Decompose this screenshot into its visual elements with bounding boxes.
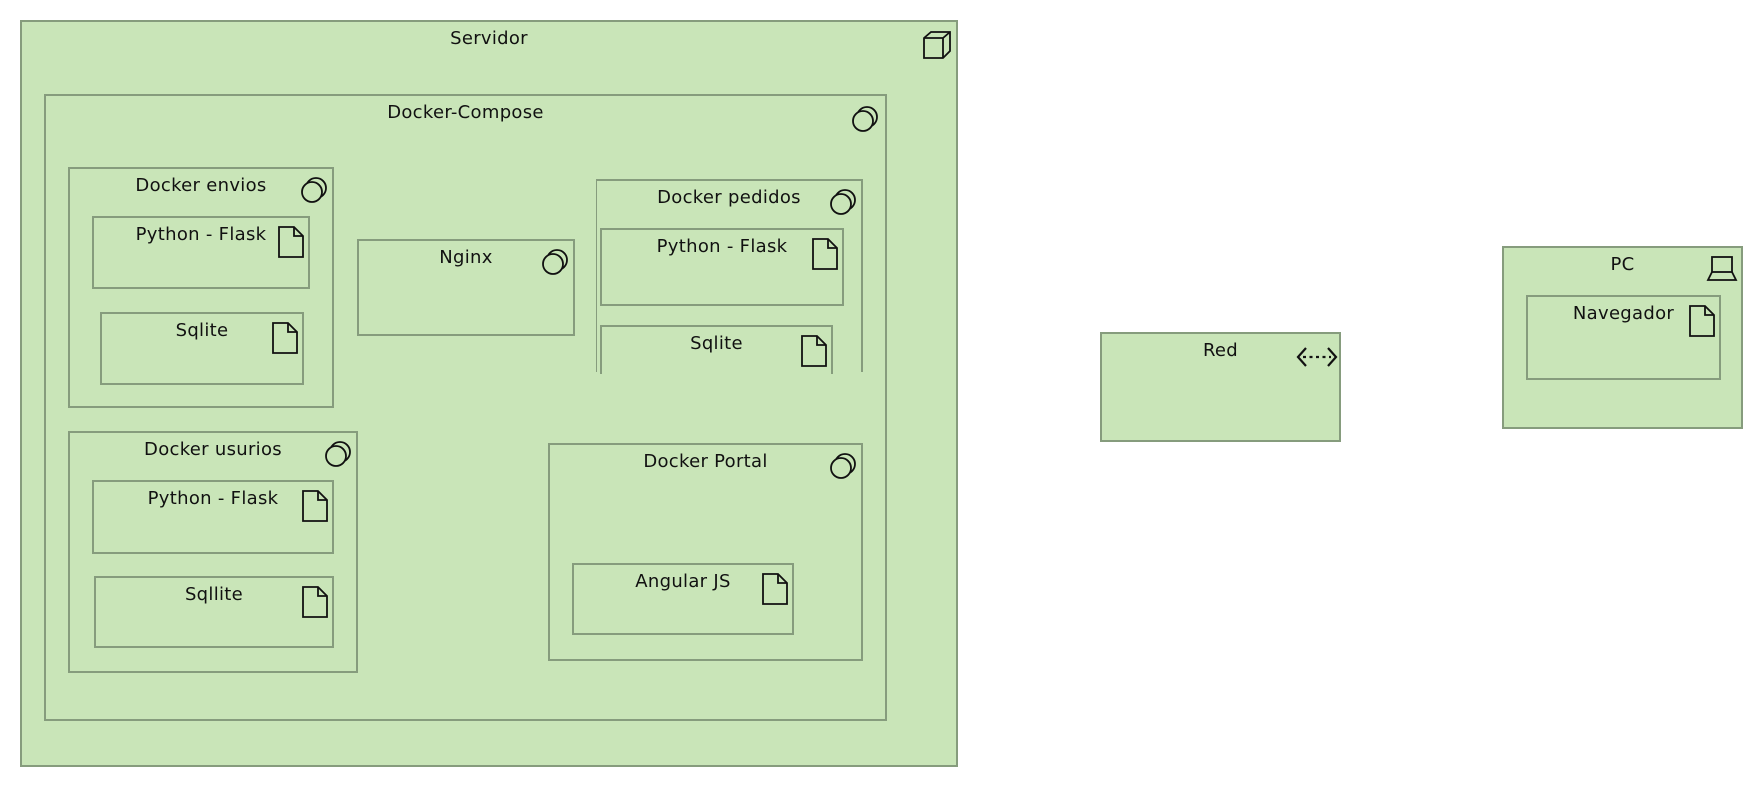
red-label: Red xyxy=(1202,340,1239,361)
docker-portal-label: Docker Portal xyxy=(643,451,768,472)
envios-sqlite-artifact[interactable]: Sqlite xyxy=(100,312,304,385)
usurios-flask-label: Python - Flask xyxy=(147,488,279,509)
docker-pedidos-label: Docker pedidos xyxy=(657,187,801,208)
artifact-document-icon xyxy=(1689,305,1715,337)
servidor-label: Servidor xyxy=(450,28,528,49)
artifact-document-icon xyxy=(812,238,838,270)
pedidos-sqlite-label: Sqlite xyxy=(690,333,743,354)
envios-sqlite-label: Sqlite xyxy=(175,320,229,341)
docker-portal-node[interactable]: Docker Portal Angular JS xyxy=(548,443,863,661)
system-software-icon xyxy=(851,106,879,134)
usurios-sqllite-artifact[interactable]: Sqllite xyxy=(94,576,334,648)
envios-flask-label: Python - Flask xyxy=(135,224,267,245)
docker-compose-node[interactable]: Docker-Compose Docker envios Python - Fl… xyxy=(44,94,887,721)
portal-angular-artifact[interactable]: Angular JS xyxy=(572,563,794,635)
system-software-icon xyxy=(541,249,569,277)
docker-envios-node[interactable]: Docker envios Python - Flask Sqlite xyxy=(68,167,334,408)
usurios-flask-artifact[interactable]: Python - Flask xyxy=(92,480,334,554)
pc-navegador-artifact[interactable]: Navegador xyxy=(1526,295,1721,380)
pedidos-flask-artifact[interactable]: Python - Flask xyxy=(600,228,844,306)
nginx-node[interactable]: Nginx xyxy=(357,239,575,336)
portal-angular-label: Angular JS xyxy=(635,571,731,592)
docker-compose-label: Docker-Compose xyxy=(387,102,544,123)
artifact-document-icon xyxy=(762,573,788,605)
nginx-label: Nginx xyxy=(439,247,493,268)
artifact-document-icon xyxy=(278,226,304,258)
system-software-icon xyxy=(324,441,352,469)
system-software-icon xyxy=(829,453,857,481)
artifact-document-icon xyxy=(272,322,298,354)
artifact-document-icon xyxy=(801,335,827,367)
artifact-document-icon xyxy=(302,586,328,618)
pc-navegador-label: Navegador xyxy=(1572,303,1675,324)
pedidos-sqlite-artifact[interactable]: Sqlite xyxy=(600,325,833,374)
pedidos-flask-label: Python - Flask xyxy=(656,236,788,257)
usurios-sqllite-label: Sqllite xyxy=(184,584,244,605)
red-node[interactable]: Red xyxy=(1100,332,1341,442)
docker-envios-label: Docker envios xyxy=(135,175,267,196)
docker-pedidos-node[interactable]: Docker pedidos Python - Flask Sqlite xyxy=(596,179,863,374)
docker-usurios-label: Docker usurios xyxy=(144,439,282,460)
node-box-icon xyxy=(922,30,952,60)
system-software-icon xyxy=(829,189,857,217)
artifact-document-icon xyxy=(302,490,328,522)
pc-node[interactable]: PC Navegador xyxy=(1502,246,1743,429)
docker-usurios-node[interactable]: Docker usurios Python - Flask Sqllite xyxy=(68,431,358,673)
envios-flask-artifact[interactable]: Python - Flask xyxy=(92,216,310,289)
system-software-icon xyxy=(300,177,328,205)
communication-network-icon xyxy=(1296,346,1338,368)
device-laptop-icon xyxy=(1706,256,1738,282)
servidor-node[interactable]: Servidor Docker-Compose Docker envios xyxy=(20,20,958,767)
pc-label: PC xyxy=(1610,254,1635,275)
